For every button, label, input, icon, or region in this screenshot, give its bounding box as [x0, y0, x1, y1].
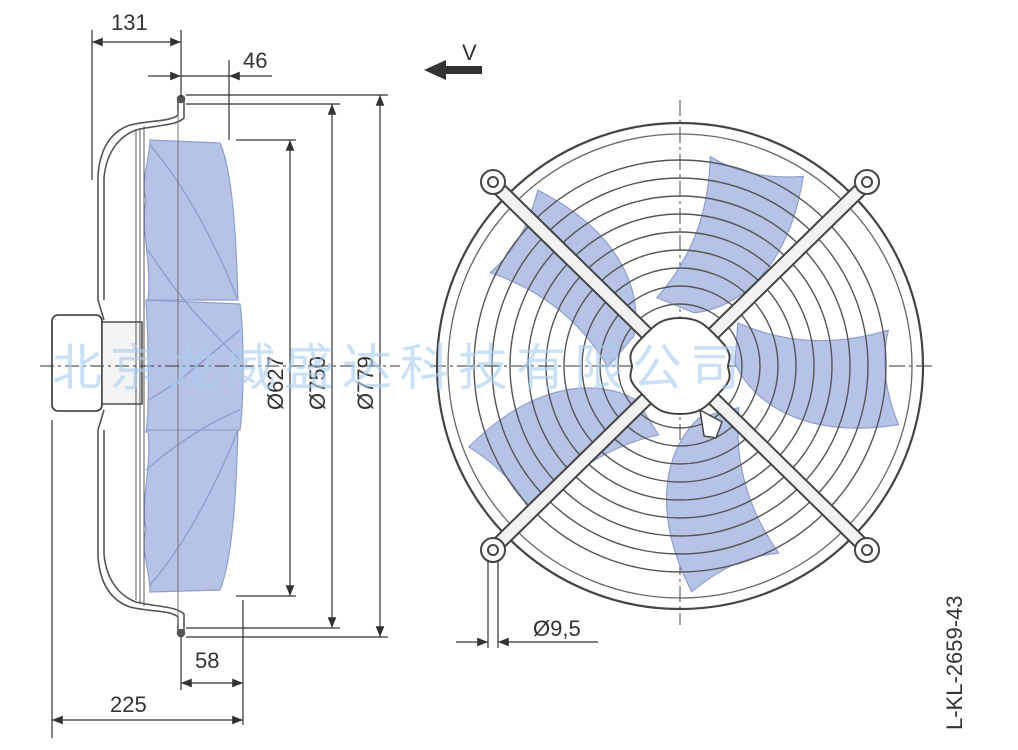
guard-ring	[617, 303, 743, 429]
fan-blade	[467, 387, 660, 519]
dim-131-label: 131	[111, 10, 148, 35]
hole-dimension	[456, 560, 598, 648]
outer-ring	[435, 121, 925, 611]
guard-ring	[509, 195, 851, 537]
dim-58-label: 58	[195, 648, 219, 673]
drawing-number: L-KL-2659-43	[942, 595, 967, 730]
airflow-label: V	[462, 40, 477, 65]
dia-779-label: Ø779	[353, 356, 378, 410]
side-view-blades	[143, 139, 244, 593]
front-view: Ø9,5	[430, 100, 935, 648]
side-view-dimension-labels: 131 46 58 225 Ø627 Ø750 Ø779	[110, 10, 378, 717]
guard-ring	[473, 159, 887, 573]
guard-ring	[599, 285, 761, 447]
side-view	[51, 94, 244, 638]
airflow-arrow-icon	[424, 60, 482, 80]
front-view-hub	[629, 316, 731, 439]
side-view-guard	[97, 94, 186, 638]
front-view-mounting-holes	[480, 169, 880, 563]
airflow-indicator: V	[424, 40, 482, 80]
front-view-guard-rings	[473, 159, 887, 573]
side-view-motor	[51, 314, 143, 412]
guard-ring	[581, 267, 779, 465]
guard-ring	[545, 231, 815, 501]
fan-blade	[489, 189, 637, 368]
hole-diameter-label: Ø9,5	[533, 616, 581, 641]
side-view-dimensions	[40, 30, 400, 738]
guard-ring	[491, 177, 869, 555]
fan-blade	[665, 406, 780, 593]
dim-225-label: 225	[110, 692, 147, 717]
dim-46-label: 46	[243, 48, 267, 73]
fan-blade	[734, 322, 900, 429]
dia-750-label: Ø750	[305, 356, 330, 410]
guard-ring	[563, 249, 797, 483]
dia-627-label: Ø627	[263, 356, 288, 410]
front-view-blades	[467, 155, 900, 593]
guard-ring	[527, 213, 833, 519]
